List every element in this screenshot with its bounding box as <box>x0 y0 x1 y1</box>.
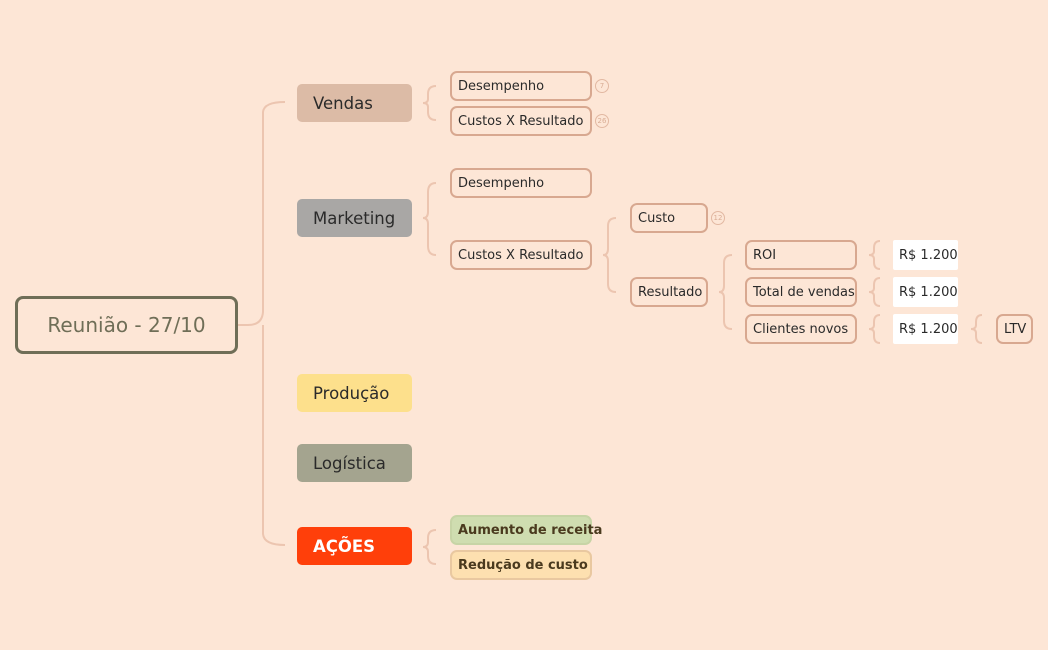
subtopic-clientes-novos[interactable]: Clientes novos <box>745 314 857 344</box>
subtopic-label: ROI <box>753 247 777 263</box>
topic-logistica-label: Logística <box>313 453 386 473</box>
subtopic-label: LTV <box>1004 321 1027 337</box>
subtopic-reducao-custo[interactable]: Redução de custo <box>450 550 592 580</box>
comment-count-badge[interactable]: 12 <box>711 211 725 225</box>
comment-count-badge[interactable]: 26 <box>595 114 609 128</box>
badge-count: 26 <box>597 117 607 125</box>
badge-count: 12 <box>713 214 723 222</box>
subtopic-resultado[interactable]: Resultado <box>630 277 708 307</box>
custos-brace <box>602 217 617 293</box>
subtopic-label: Custos X Resultado <box>458 113 584 129</box>
root-topic[interactable]: Reunião - 27/10 <box>15 296 238 354</box>
value-label: R$ 1.200 <box>899 321 958 337</box>
value-clientes-novos[interactable]: R$ 1.200 <box>893 314 958 344</box>
subtopic-label: Custo <box>638 210 676 226</box>
topic-vendas[interactable]: Vendas <box>297 84 412 122</box>
acoes-brace <box>422 529 437 565</box>
clientes-brace <box>868 314 881 344</box>
subtopic-vendas-custos[interactable]: Custos X Resultado <box>450 106 592 136</box>
topic-acoes[interactable]: AÇÕES <box>297 527 412 565</box>
subtopic-label: Resultado <box>638 284 703 300</box>
topic-marketing[interactable]: Marketing <box>297 199 412 237</box>
value-total-vendas[interactable]: R$ 1.200 <box>893 277 958 307</box>
topic-vendas-label: Vendas <box>313 93 373 113</box>
subtopic-marketing-custos[interactable]: Custos X Resultado <box>450 240 592 270</box>
vendas-brace <box>422 85 437 121</box>
marketing-brace <box>422 182 437 256</box>
root-connector <box>238 101 286 546</box>
subtopic-label: Desempenho <box>458 175 545 191</box>
subtopic-label: Desempenho <box>458 78 545 94</box>
topic-acoes-label: AÇÕES <box>313 536 376 556</box>
badge-count: 7 <box>599 82 605 90</box>
resultado-brace <box>718 254 733 330</box>
subtopic-vendas-desempenho[interactable]: Desempenho <box>450 71 592 101</box>
subtopic-label: Aumento de receita <box>458 522 603 538</box>
subtopic-label: Clientes novos <box>753 321 849 337</box>
root-topic-label: Reunião - 27/10 <box>47 313 206 337</box>
subtopic-aumento-receita[interactable]: Aumento de receita <box>450 515 602 545</box>
topic-marketing-label: Marketing <box>313 208 396 228</box>
topic-producao[interactable]: Produção <box>297 374 412 412</box>
subtopic-roi[interactable]: ROI <box>745 240 857 270</box>
value-roi[interactable]: R$ 1.200 <box>893 240 958 270</box>
topic-logistica[interactable]: Logística <box>297 444 412 482</box>
subtopic-label: Redução de custo <box>458 557 588 573</box>
roi-brace <box>868 240 881 270</box>
comment-count-badge[interactable]: 7 <box>595 79 609 93</box>
subtopic-label: Custos X Resultado <box>458 247 584 263</box>
value-label: R$ 1.200 <box>899 284 958 300</box>
subtopic-custo[interactable]: Custo <box>630 203 708 233</box>
subtopic-label: Total de vendas <box>753 284 855 300</box>
topic-producao-label: Produção <box>313 383 390 403</box>
subtopic-total-vendas[interactable]: Total de vendas <box>745 277 857 307</box>
value-label: R$ 1.200 <box>899 247 958 263</box>
total-vendas-brace <box>868 277 881 307</box>
subtopic-marketing-desempenho[interactable]: Desempenho <box>450 168 592 198</box>
ltv-brace <box>970 314 983 344</box>
subtopic-ltv[interactable]: LTV <box>996 314 1033 344</box>
